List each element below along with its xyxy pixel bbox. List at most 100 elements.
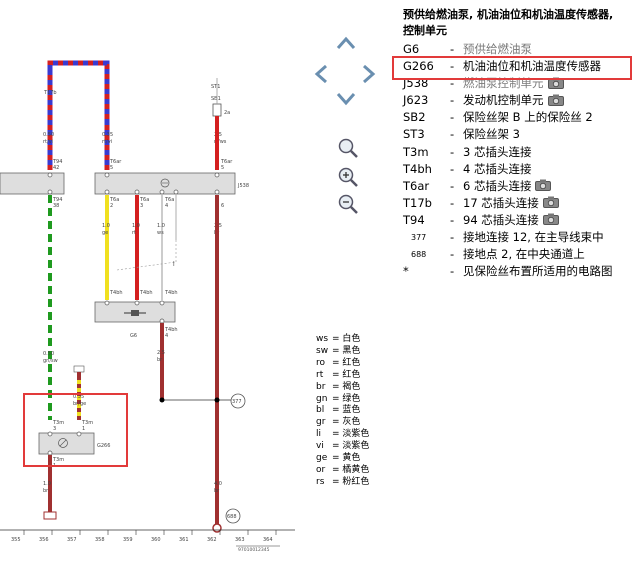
legend-dash: - (450, 76, 455, 91)
legend-row[interactable]: T6ar-6 芯插头连接 (403, 178, 639, 195)
legend-row[interactable]: J538 -燃油泵控制单元 (403, 75, 639, 92)
sensor-symbol-icon (58, 438, 68, 448)
legend-title-line1: 预供给燃油泵, 机油油位和机油温度传感器, (403, 8, 614, 21)
color-name: 灰色 (342, 417, 361, 428)
label-pin-6: 6 (221, 203, 224, 209)
label-doc-id: 97010012345 (238, 547, 270, 553)
zoom-out-icon[interactable] (337, 193, 359, 215)
legend-desc: 机油油位和机油温度传感器 (463, 58, 601, 75)
scale-tick-label: 362 (207, 537, 217, 543)
label-w10-size: 0.35 (73, 394, 84, 400)
camera-icon[interactable] (547, 77, 564, 89)
legend-code: T94 (403, 212, 425, 227)
label-ground-377: 377 (232, 399, 242, 405)
legend-desc: 保险丝架 3 (463, 126, 520, 143)
legend-desc: 接地连接 12, 在主导线束中 (463, 229, 604, 246)
color-abbr: or (316, 464, 326, 475)
label-t94-a: T94 (52, 159, 62, 165)
camera-icon[interactable] (542, 213, 559, 226)
pan-up-icon[interactable] (336, 36, 356, 50)
legend-dash: - (450, 127, 455, 142)
color-equals: = (332, 429, 343, 440)
legend-desc-text: 燃油泵控制单元 (463, 76, 544, 91)
legend-row[interactable]: *-见保险丝布置所适用的电路图 (403, 263, 639, 280)
legend-dash: - (450, 110, 455, 125)
legend-code: T4bh (403, 161, 432, 176)
legend-dash: - (450, 247, 455, 262)
camera-icon[interactable] (535, 179, 552, 192)
legend-row[interactable]: ST3 -保险丝架 3 (403, 126, 639, 143)
label-w5-color: rt (132, 230, 136, 236)
color-name: 橘黄色 (342, 464, 370, 475)
legend-desc: 94 芯插头连接 (463, 212, 559, 229)
sensor-g266-box (38, 432, 95, 455)
color-code-row: vi= 淡紫色 (316, 441, 369, 453)
label-w1-color: rt/vi (43, 139, 53, 145)
zoom-in-icon[interactable] (337, 166, 359, 188)
label-w10-color: br/ge (73, 401, 86, 407)
legend-row[interactable]: T17b-17 芯插头连接 (403, 195, 639, 212)
color-abbr: gr (316, 417, 326, 428)
legend-row[interactable]: T4bh -4 芯插头连接 (403, 161, 639, 178)
pan-right-icon[interactable] (362, 64, 376, 84)
label-t3m-3: T3m (52, 457, 64, 463)
label-pin-2: 2 (110, 203, 113, 209)
legend-row[interactable]: 377-接地连接 12, 在主导线束中 (403, 229, 639, 246)
legend-row[interactable]: 688-接地点 2, 在中央通道上 (403, 246, 639, 263)
scale-tick-label: 359 (123, 537, 133, 543)
color-name: 粉红色 (342, 476, 370, 487)
color-abbr: gn (316, 393, 328, 404)
pan-left-icon[interactable] (314, 64, 328, 84)
camera-icon[interactable] (542, 196, 559, 209)
control-unit-j623-box (0, 172, 65, 195)
label-w1-size: 0.50 (43, 132, 54, 138)
color-name: 红色 (342, 357, 361, 368)
scale-tick-label: 364 (263, 537, 273, 543)
camera-icon[interactable] (547, 94, 564, 106)
legend-row[interactable]: T3m-3 芯插头连接 (403, 144, 639, 161)
legend-code: G266 (403, 59, 434, 74)
legend-row[interactable]: G6-预供给燃油泵 (403, 41, 639, 58)
label-t4bh-4: T4bh (164, 327, 178, 333)
label-w8-color: br (157, 357, 163, 363)
color-equals: = (332, 405, 343, 416)
color-abbr: rs (316, 476, 325, 487)
legend-row[interactable]: T94-94 芯插头连接 (403, 212, 639, 229)
wire-red-violet-loop (47, 60, 110, 170)
legend-dash: - (450, 178, 455, 193)
legend-row[interactable]: J623-发动机控制单元 (403, 92, 639, 109)
legend-dash: - (450, 161, 455, 176)
label-t3m-1-pin: 3 (53, 426, 56, 432)
color-name: 黄色 (342, 453, 361, 464)
legend-desc: 6 芯插头连接 (463, 178, 552, 195)
diagram-navigation (310, 32, 390, 222)
legend-row[interactable]: G266-机油油位和机油温度传感器 (403, 58, 639, 75)
legend-dash: - (450, 93, 455, 108)
color-code-row: ro= 红色 (316, 358, 369, 370)
legend-code: * (403, 264, 409, 279)
zoom-fit-icon[interactable] (337, 137, 359, 159)
color-equals: = (332, 393, 343, 404)
legend-desc-text: 17 芯插头连接 (463, 195, 539, 210)
legend-code: ST3 (403, 127, 425, 142)
color-abbr: br (316, 381, 326, 392)
label-w5-size: 1.0 (132, 223, 140, 229)
label-w12-size: 4.0 (214, 481, 222, 487)
color-code-row: sw= 黑色 (316, 346, 369, 358)
legend-desc: 发动机控制单元 (463, 92, 564, 109)
color-abbr: bl (316, 405, 325, 416)
color-code-row: br= 褐色 (316, 382, 369, 394)
scale-tick-label: 360 (151, 537, 161, 543)
scale-tick-label: 358 (95, 537, 105, 543)
label-t3m-2-pin: 1 (82, 426, 85, 432)
color-equals: = (332, 417, 343, 428)
scale-tick-label: 356 (39, 537, 49, 543)
label-pin-4: 4 (165, 203, 168, 209)
legend-row[interactable]: SB2-保险丝架 B 上的保险丝 2 (403, 109, 639, 126)
legend-desc: 4 芯插头连接 (463, 161, 531, 178)
legend-code: J538 (403, 76, 429, 91)
legend-desc: 保险丝架 B 上的保险丝 2 (463, 109, 593, 126)
color-name: 淡紫色 (342, 441, 370, 452)
pan-down-icon[interactable] (336, 92, 356, 106)
